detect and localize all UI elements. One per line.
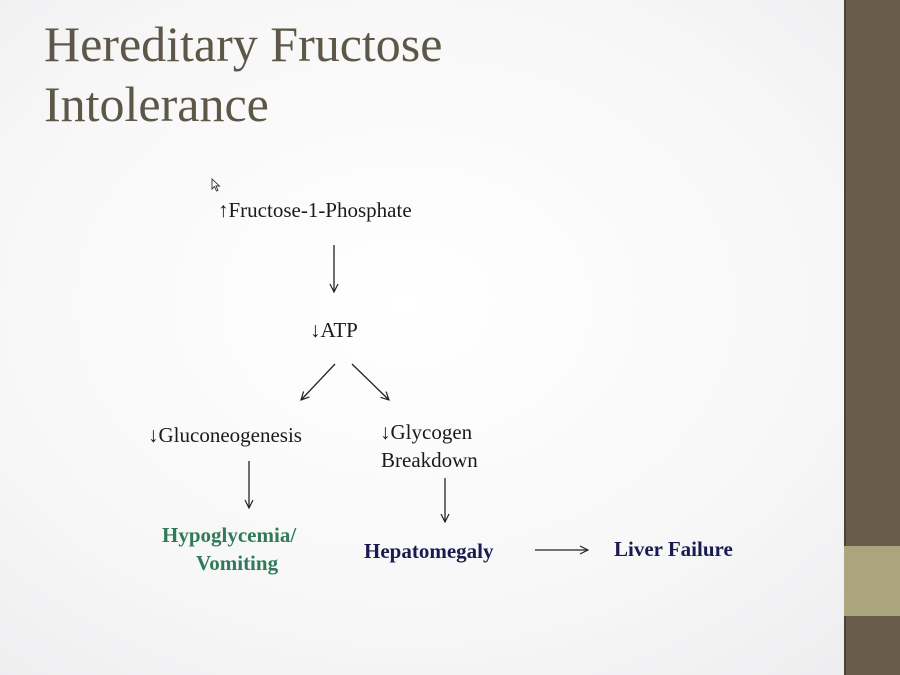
slide-side-accent (844, 546, 900, 616)
arrow-atp-to-gluconeogenesis (301, 363, 336, 400)
mouse-cursor-icon (211, 178, 221, 192)
arrow-atp-to-glycogen (351, 363, 389, 400)
node-atp: ↓ATP (310, 318, 358, 342)
node-hypoglycemia-line1: Hypoglycemia/ (162, 523, 297, 547)
node-fructose-1-phosphate: ↑Fructose-1-Phosphate (218, 198, 412, 222)
title-line-2: Intolerance (44, 76, 269, 132)
title-line-1: Hereditary Fructose (44, 16, 443, 72)
node-hepatomegaly: Hepatomegaly (364, 539, 494, 563)
flow-arrows (0, 245, 844, 675)
node-gluconeogenesis: ↓Gluconeogenesis (148, 423, 302, 447)
node-hypoglycemia-line2: Vomiting (196, 551, 279, 575)
node-glycogen-line2: Breakdown (381, 448, 478, 472)
slide-title: Hereditary Fructose Intolerance (44, 14, 442, 134)
node-glycogen-line1: ↓Glycogen (380, 420, 473, 444)
node-liver-failure: Liver Failure (614, 537, 733, 561)
